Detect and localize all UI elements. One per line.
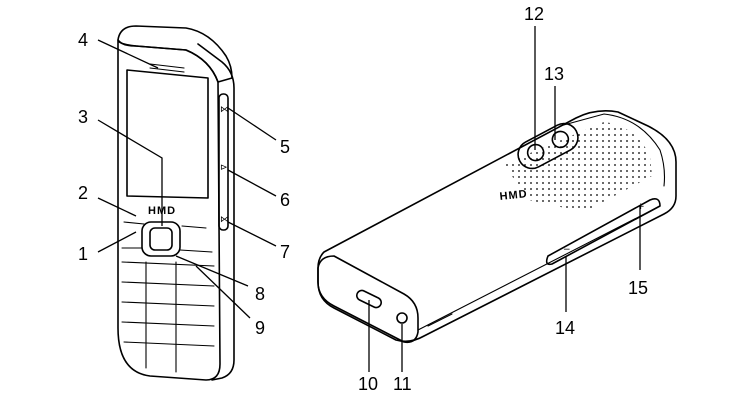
speaker-grille: [504, 122, 652, 212]
callout-numbers: 1 2 3 4 5 6 7 8 9 10 11 12 13 14 15: [78, 4, 648, 394]
callout-5: 5: [280, 137, 290, 157]
callout-7: 7: [280, 242, 290, 262]
side-button-icon-1: ⋈: [220, 105, 229, 115]
usb-port[interactable]: [355, 289, 383, 309]
callout-11: 11: [393, 374, 412, 394]
back-brand-logo: HMD: [499, 188, 528, 203]
earpiece-slot: [149, 63, 185, 69]
callout-12: 12: [524, 4, 544, 24]
volume-up-sign: +: [637, 202, 645, 212]
leader-9: [195, 265, 251, 319]
leader-lines: [97, 26, 641, 372]
front-phone: HMD ⋈ ⊳ ⋈: [117, 25, 235, 381]
leader-8: [175, 255, 249, 287]
back-phone: HMD + −: [317, 110, 677, 344]
navigation-key-center[interactable]: [149, 227, 173, 251]
camera-lens: [526, 143, 545, 162]
callout-8: 8: [255, 284, 265, 304]
display-screen: [126, 69, 209, 199]
leader-6: [227, 169, 277, 197]
back-side-edge: [417, 205, 661, 331]
volume-down-sign: −: [563, 245, 571, 255]
leader-2: [97, 197, 137, 217]
callout-2: 2: [78, 183, 88, 203]
back-top-edge: [559, 113, 666, 187]
callout-13: 13: [544, 64, 564, 84]
front-phone-side: [197, 43, 235, 381]
callout-14: 14: [555, 318, 575, 338]
callout-4: 4: [78, 30, 88, 50]
side-button-icon-2: ⊳: [220, 163, 228, 173]
side-button-strip[interactable]: [218, 93, 229, 231]
camera-module: [517, 122, 579, 170]
leader-1: [97, 231, 137, 253]
leader-5: [227, 107, 277, 141]
left-soft-key[interactable]: [123, 221, 145, 225]
callout-9: 9: [255, 318, 265, 338]
front-phone-body: [117, 39, 221, 381]
navigation-key-ring[interactable]: [141, 221, 181, 257]
callout-1: 1: [78, 244, 88, 264]
leader-3: [97, 119, 163, 226]
camera-flash: [551, 130, 570, 149]
callout-15: 15: [628, 278, 648, 298]
callout-3: 3: [78, 107, 88, 127]
side-button-icon-3: ⋈: [220, 215, 229, 225]
leader-7: [227, 221, 277, 247]
headset-jack[interactable]: [396, 312, 408, 324]
leader-4: [97, 39, 159, 69]
callout-10: 10: [358, 374, 378, 394]
bottom-end-face: [317, 255, 419, 344]
right-soft-key[interactable]: [181, 225, 207, 229]
bottom-edge-line: [427, 313, 453, 327]
callout-6: 6: [280, 190, 290, 210]
volume-key[interactable]: [545, 198, 661, 266]
